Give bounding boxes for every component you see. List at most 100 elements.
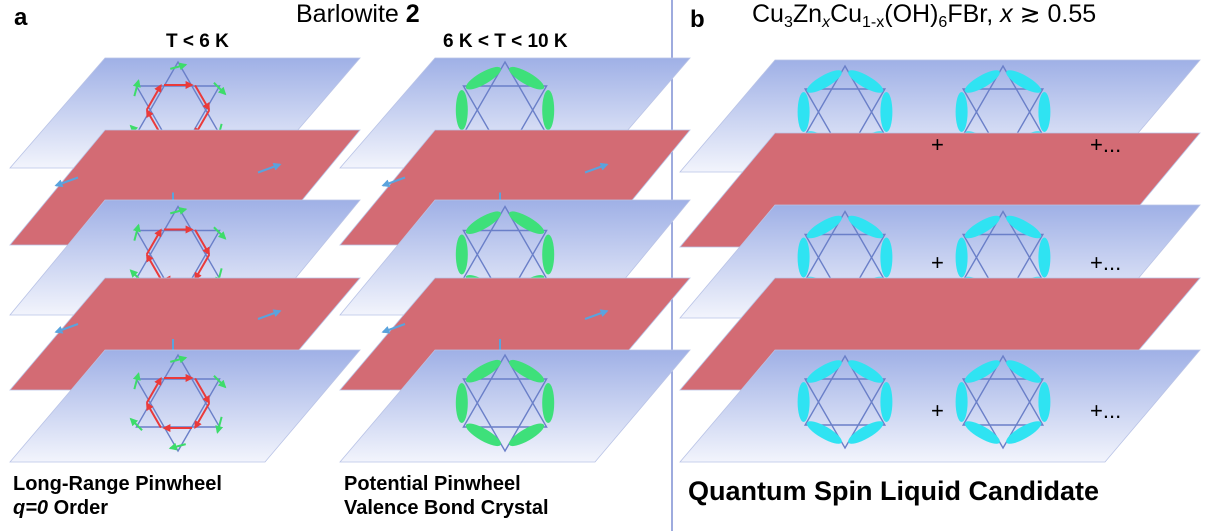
plus-top-1: + (931, 132, 944, 157)
green-spin-arrow (168, 442, 186, 451)
formula-sub3: 3 (783, 14, 793, 31)
kagome-star (455, 353, 555, 453)
dimer-bond (1006, 421, 1042, 444)
col1-caption: Long-Range Pinwheel q=0 Order (13, 472, 222, 520)
panel-b-caption: Quantum Spin Liquid Candidate (688, 476, 1099, 506)
dimer-bond (542, 90, 555, 130)
kagome-triangle-up (961, 354, 1045, 426)
dimer-bond (455, 383, 468, 423)
kagome-star (129, 353, 227, 453)
col2-caption: Potential Pinwheel Valence Bond Crystal (344, 472, 549, 520)
plus-bot-2: +... (1090, 398, 1122, 423)
dimer-bond (848, 360, 884, 383)
dimer-bond (880, 237, 893, 278)
dimer-bond (848, 70, 884, 93)
dimer-bond (1038, 382, 1051, 422)
plus-top-2: +... (1090, 132, 1122, 157)
kagome-star (955, 354, 1051, 450)
green-spin-arrow (132, 372, 141, 390)
col1-caption-line1: Long-Range Pinwheel (13, 473, 222, 495)
plus-mid-1: + (931, 250, 944, 275)
red-spin-arrow (194, 229, 210, 256)
dimer-bond (509, 423, 545, 447)
dimer-bond (964, 70, 1000, 93)
dimer-bond (964, 215, 1000, 239)
dimer-bond (509, 66, 545, 90)
kagome-triangle-down (135, 229, 221, 304)
dimer-bond (542, 234, 555, 275)
dimer-bond (806, 70, 842, 93)
dimer-bond (964, 360, 1000, 383)
dimer-bond (848, 421, 884, 444)
col1-header: T < 6 K (166, 31, 229, 52)
green-spin-arrow (129, 417, 143, 431)
formula-fbr: FBr, (947, 0, 1001, 28)
panel-a-title-text: Barlowite (296, 0, 406, 28)
blue-spin-arrow (381, 323, 406, 334)
formula-zn: Zn (792, 0, 823, 28)
blue-spin-arrow (257, 309, 282, 320)
dimer-bond (455, 234, 468, 275)
dimer-bond (797, 382, 810, 422)
col2-caption-line1: Potential Pinwheel (344, 473, 521, 495)
dimer-bond (465, 211, 501, 234)
red-spin-arrow (146, 228, 162, 255)
formula-cu: Cu (752, 0, 784, 28)
dimer-bond (455, 90, 468, 130)
kagome-triangle-down (961, 88, 1045, 160)
red-spin-arrow (146, 253, 162, 280)
kagome-triangle-down (803, 378, 887, 450)
panel-a-letter: a (14, 4, 28, 31)
red-spin-arrow (194, 254, 210, 281)
dimer-bond (806, 421, 842, 444)
formula-x: x (1000, 0, 1013, 28)
plus-bot-1: + (931, 398, 944, 423)
dimer-bond (955, 382, 968, 422)
red-spin-arrow (146, 402, 162, 429)
kagome-triangle-down (135, 85, 221, 160)
blue-spin-arrow (381, 176, 406, 188)
dimer-bond (1006, 215, 1042, 239)
kagome-triangle-down (961, 233, 1045, 305)
dimer-bond (509, 359, 545, 383)
q0-label: q=0 (13, 497, 49, 519)
green-spin-arrow (170, 355, 188, 364)
dimer-bond (1006, 360, 1042, 383)
panel-a-title: Barlowite 2 (296, 0, 420, 29)
dimer-bond (509, 211, 545, 234)
green-spin-arrow (170, 207, 188, 215)
dimer-bond (806, 360, 842, 383)
dimer-bond (955, 237, 968, 278)
dimer-bond (465, 423, 501, 447)
blue-spin-arrow (54, 323, 79, 334)
formula-sub1x: 1-x (862, 14, 885, 31)
dimer-bond (955, 92, 968, 132)
kagome-star (797, 354, 893, 450)
order-label: Order (48, 497, 109, 519)
kagome-triangle-up (803, 354, 887, 426)
dimer-bond (848, 215, 884, 239)
kagome-plane (339, 349, 691, 463)
kagome-triangle-up (135, 353, 221, 428)
formula-subx: x (822, 14, 831, 31)
dimer-bond (797, 92, 810, 132)
green-spin-arrow (213, 82, 227, 96)
green-spin-arrow (215, 416, 224, 434)
kagome-triangle-down (961, 378, 1045, 450)
kagome-star (129, 60, 227, 160)
dimer-bond (1038, 92, 1051, 132)
dimer-bond (465, 66, 501, 90)
dimer-bond (806, 215, 842, 239)
blue-spin-arrow (584, 309, 609, 320)
kagome-plane (9, 349, 361, 463)
kagome-triangle-down (803, 233, 887, 305)
blue-spin-arrow (257, 162, 282, 174)
blue-spin-arrow (584, 162, 609, 174)
green-spin-arrow (132, 223, 141, 241)
kagome-triangle-down (462, 378, 548, 453)
panel-a-title-number: 2 (405, 0, 420, 28)
red-spin-arrow (194, 377, 210, 404)
kagome-triangle-down (803, 88, 887, 160)
green-spin-arrow (213, 226, 227, 240)
